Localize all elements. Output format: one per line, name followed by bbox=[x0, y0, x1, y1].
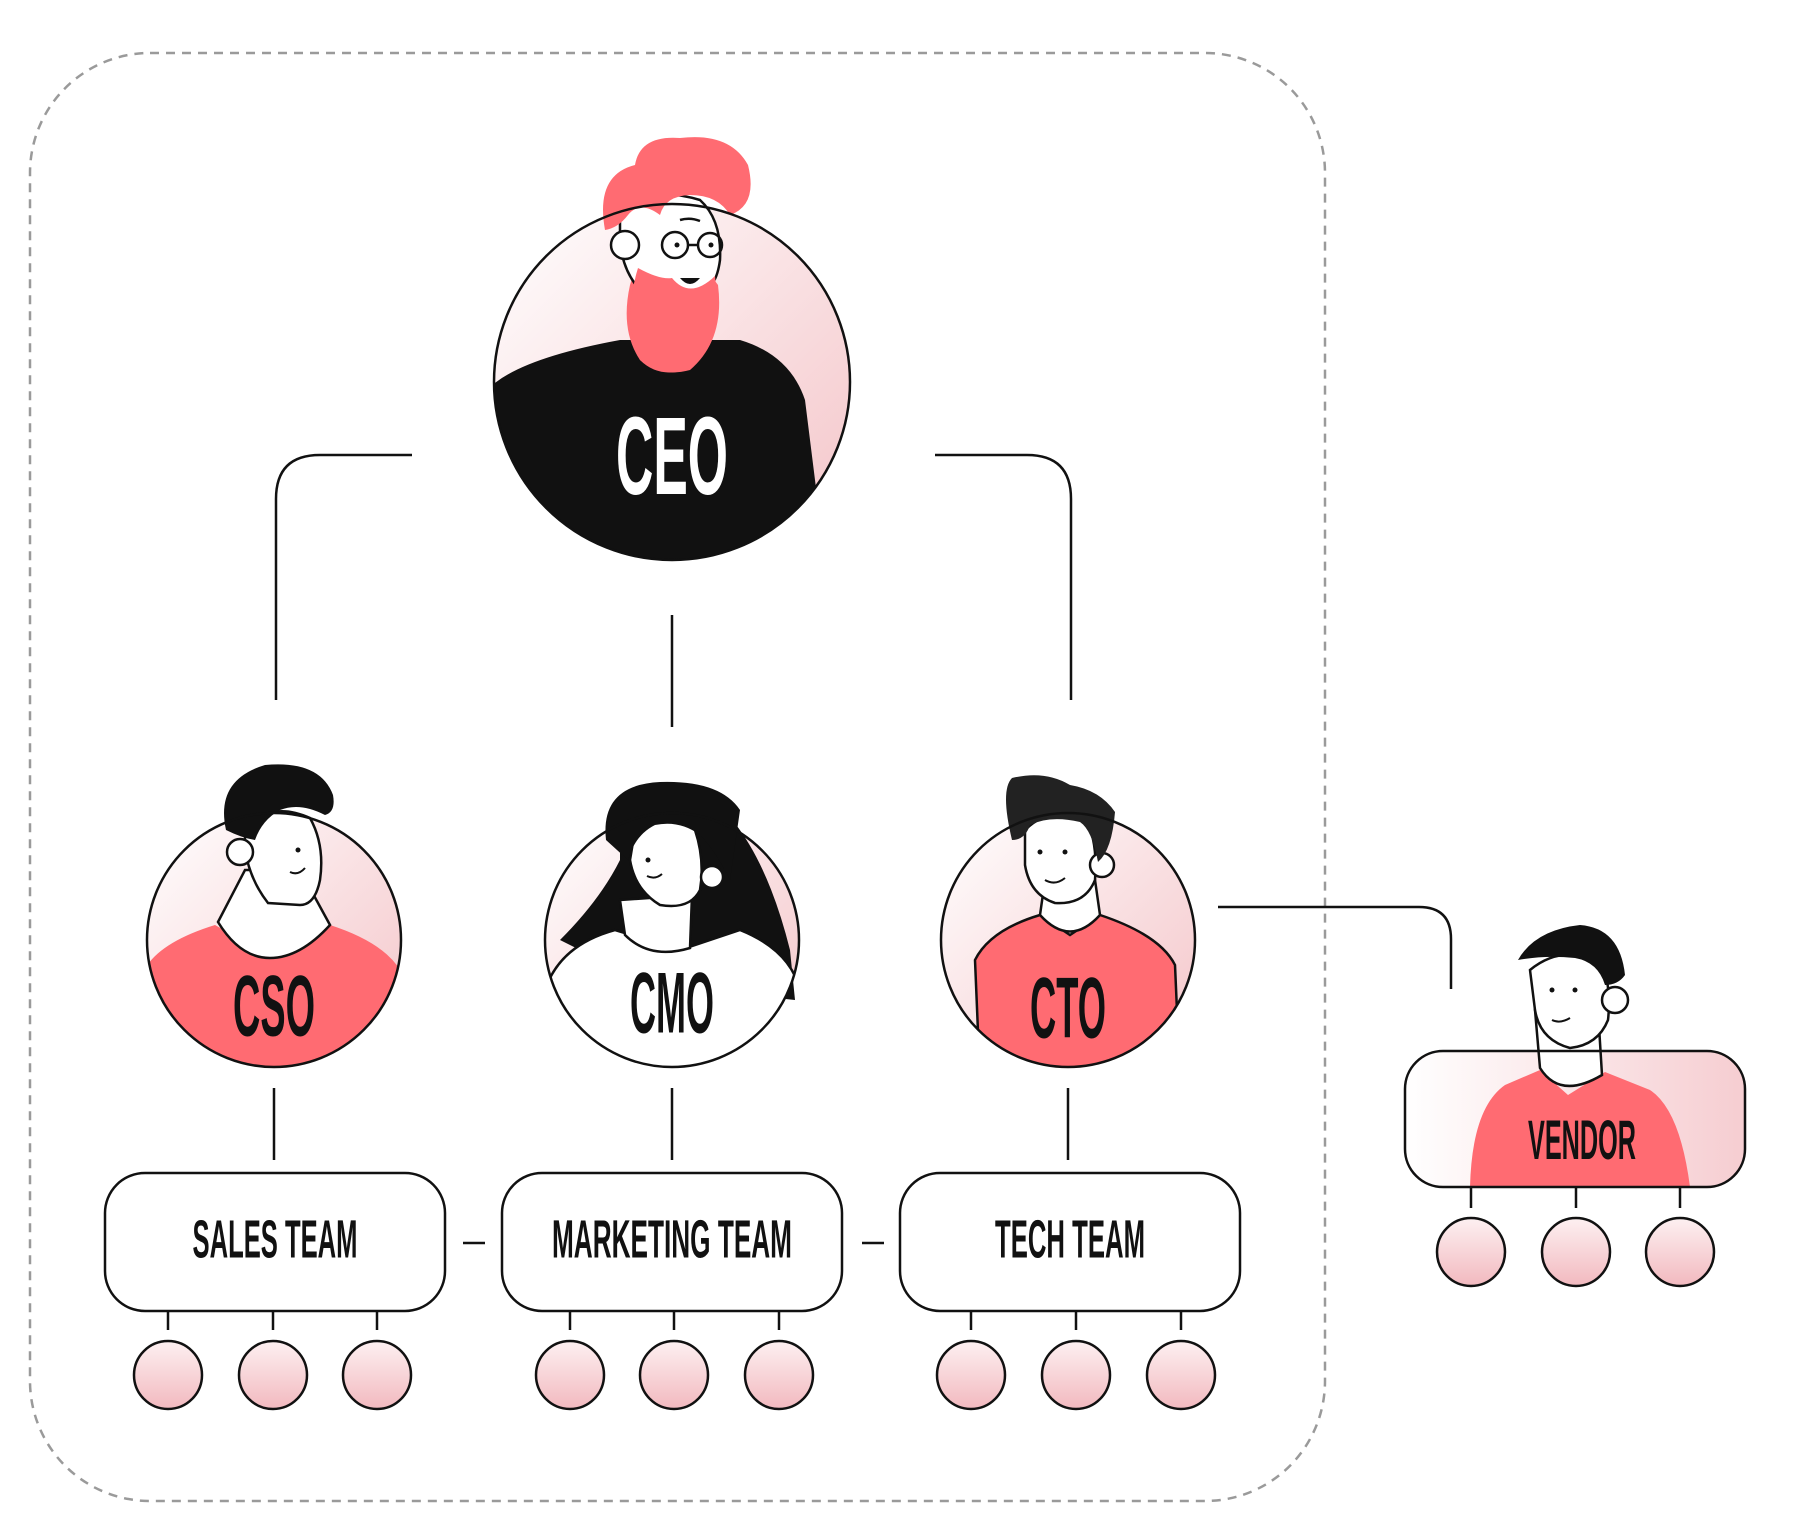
cto-to-vendor-connector bbox=[1218, 905, 1453, 989]
tech-team-label: TECH TEAM bbox=[995, 1209, 1145, 1269]
cto-label: CTO bbox=[1030, 961, 1106, 1057]
team-member-icon bbox=[1040, 1339, 1112, 1411]
tech-team-box bbox=[898, 1171, 1242, 1313]
team-member-icon bbox=[237, 1339, 309, 1411]
team-member-icon bbox=[1145, 1339, 1217, 1411]
team-member-icon bbox=[1540, 1216, 1612, 1288]
sales-team-box bbox=[103, 1171, 447, 1313]
company-boundary bbox=[28, 51, 1327, 1503]
marketing-team-box bbox=[500, 1171, 844, 1313]
sales-team-members bbox=[132, 1339, 413, 1411]
ceo-label: CEO bbox=[616, 395, 728, 518]
vendor-members bbox=[1435, 1216, 1716, 1288]
team-member-icon bbox=[638, 1339, 710, 1411]
vendor-label: VENDOR bbox=[1528, 1108, 1636, 1171]
cso-label: CSO bbox=[233, 959, 315, 1055]
cso-avatar-icon bbox=[145, 764, 403, 1069]
marketing-team-members bbox=[534, 1339, 815, 1411]
team-member-icon bbox=[935, 1339, 1007, 1411]
connector-lines bbox=[166, 453, 1682, 1330]
team-member-icon bbox=[132, 1339, 204, 1411]
vendor-avatar-icon bbox=[1403, 925, 1747, 1189]
cto-avatar-icon bbox=[939, 775, 1197, 1069]
marketing-team-label: MARKETING TEAM bbox=[552, 1209, 792, 1269]
team-member-icon bbox=[341, 1339, 413, 1411]
ceo-avatar-icon bbox=[492, 137, 852, 562]
cmo-avatar-icon bbox=[543, 781, 801, 1069]
sales-team-label: SALES TEAM bbox=[193, 1209, 358, 1269]
tech-team-members bbox=[935, 1339, 1217, 1411]
team-member-icon bbox=[743, 1339, 815, 1411]
team-member-icon bbox=[534, 1339, 606, 1411]
ceo-to-cto-connector bbox=[935, 453, 1073, 700]
team-member-icon bbox=[1435, 1216, 1507, 1288]
ceo-to-cso-connector bbox=[274, 453, 412, 700]
team-member-icon bbox=[1644, 1216, 1716, 1288]
cmo-label: CMO bbox=[630, 956, 714, 1052]
